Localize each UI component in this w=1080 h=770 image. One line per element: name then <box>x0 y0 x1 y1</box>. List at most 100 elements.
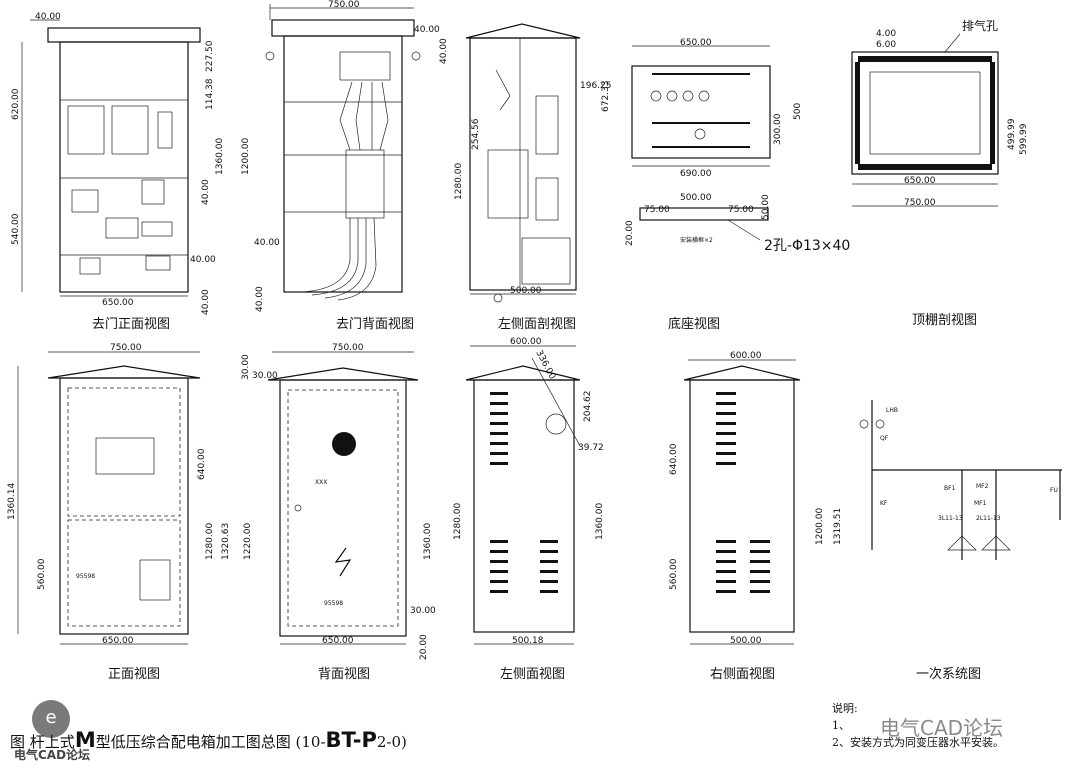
cabinet-body <box>59 41 189 293</box>
louver <box>716 392 736 395</box>
upper-door <box>67 387 181 517</box>
mf-label: MF1 <box>974 500 987 507</box>
louver <box>716 412 736 415</box>
louver <box>716 580 736 583</box>
front-door-removed-view: 40.00 620.00 540.00 114.38 227.50 1360.0… <box>11 12 225 332</box>
dim-label: 6.00 <box>876 40 896 50</box>
reactor <box>141 221 173 237</box>
louver <box>716 570 736 573</box>
hole <box>666 90 678 102</box>
dim-label: 650.00 <box>680 38 712 48</box>
dim-label: 750.00 <box>332 343 364 353</box>
hole-spec: 2孔-Φ13×40 <box>764 238 850 254</box>
dim-label: 1360.00 <box>215 138 225 175</box>
base-plate <box>631 65 771 159</box>
view-caption: 右侧面视图 <box>710 667 775 682</box>
louver <box>750 570 770 573</box>
louver <box>716 550 736 553</box>
dim-label: 1360.14 <box>7 483 17 520</box>
louver <box>490 412 508 415</box>
dim-label: 650.00 <box>102 298 134 308</box>
louver <box>490 422 508 425</box>
notes-block: 说明: 1、 2、安装方式为同变压器水平安装。 <box>832 700 1004 751</box>
notes-head: 说明: <box>832 702 858 715</box>
cabinet-body <box>279 379 407 637</box>
front-view: 750.00 95598 1360.14 560.00 640.00 1280.… <box>7 343 231 682</box>
ct-symbol <box>875 419 885 429</box>
terminal <box>79 257 101 275</box>
dim-label: 40.00 <box>255 286 265 312</box>
louver <box>490 560 508 563</box>
louver <box>750 590 770 593</box>
dim-label: 1200.00 <box>241 138 251 175</box>
view-caption: 背面视图 <box>318 667 370 682</box>
terminal <box>145 255 171 271</box>
dim-label: 20.00 <box>419 634 429 660</box>
right-side-view: 600.00 640.00 560.00 1200.00 <box>669 351 843 682</box>
company-text: XXX <box>315 479 327 486</box>
dim-label: 1280.00 <box>453 503 463 540</box>
dim-label: 196.25 <box>580 81 612 91</box>
dim-label: 600.00 <box>730 351 762 361</box>
louver <box>716 442 736 445</box>
title-code-c: 2-0) <box>376 733 407 751</box>
roof <box>267 367 419 381</box>
dim-label: 560.00 <box>669 558 679 590</box>
note-1: 1、 <box>832 719 850 732</box>
dim-label: 540.00 <box>11 213 21 245</box>
cables <box>299 217 377 301</box>
leader <box>727 219 761 241</box>
louver <box>490 452 508 455</box>
mount-label: 安装横框×2 <box>680 236 713 244</box>
hole <box>698 90 710 102</box>
title-prefix: 图 <box>10 733 26 751</box>
dim-label: 30.00 <box>410 606 436 616</box>
dim-label: 1220.00 <box>243 523 253 560</box>
hole <box>682 90 694 102</box>
louver <box>540 560 558 563</box>
louver <box>716 402 736 405</box>
capacitor-bank <box>981 535 1011 551</box>
dim-label: 640.00 <box>669 443 679 475</box>
dim-label: 640.00 <box>197 448 207 480</box>
louver <box>540 550 558 553</box>
title-body: 杆上式 <box>29 733 75 751</box>
bf-label: BF1 <box>944 485 956 492</box>
louver <box>716 452 736 455</box>
cabinet-body <box>689 379 795 633</box>
dim-label: 40.00 <box>201 289 211 315</box>
view-window <box>139 559 171 601</box>
louver <box>750 580 770 583</box>
louver <box>750 560 770 563</box>
lightning-icon <box>334 547 352 577</box>
louver <box>490 540 508 543</box>
capacitor <box>521 237 571 285</box>
dim-label: 1319.51 <box>833 508 843 545</box>
view-caption: 正面视图 <box>108 667 160 682</box>
ct-symbol <box>859 419 869 429</box>
vent-col <box>855 62 860 164</box>
view-caption: 顶棚剖视图 <box>912 313 977 328</box>
dim-label: 204.62 <box>583 391 593 423</box>
dim-label: 500 <box>793 103 803 120</box>
handle <box>495 69 511 111</box>
dim-label: 750.00 <box>904 198 936 208</box>
louver <box>716 422 736 425</box>
louver <box>716 540 736 543</box>
dim-label: 40.00 <box>439 38 449 64</box>
dim-label: 75.00 <box>644 205 670 215</box>
dim-label: 39.72 <box>578 443 604 453</box>
view-caption: 一次系统图 <box>916 666 981 682</box>
kf-label: KF <box>880 500 888 507</box>
cables <box>339 81 389 151</box>
view-caption: 左侧面视图 <box>500 667 565 682</box>
slot-row <box>652 146 750 148</box>
watermark-logo: e <box>32 700 70 738</box>
title-rest: 型低压综合配电箱加工图总图 <box>95 733 291 751</box>
louver <box>490 550 508 553</box>
dim-label: 499.99 <box>1007 118 1017 150</box>
dim-label: 1360.00 <box>423 523 433 560</box>
title-code-b: BT-P <box>325 728 377 752</box>
louver <box>716 462 736 465</box>
